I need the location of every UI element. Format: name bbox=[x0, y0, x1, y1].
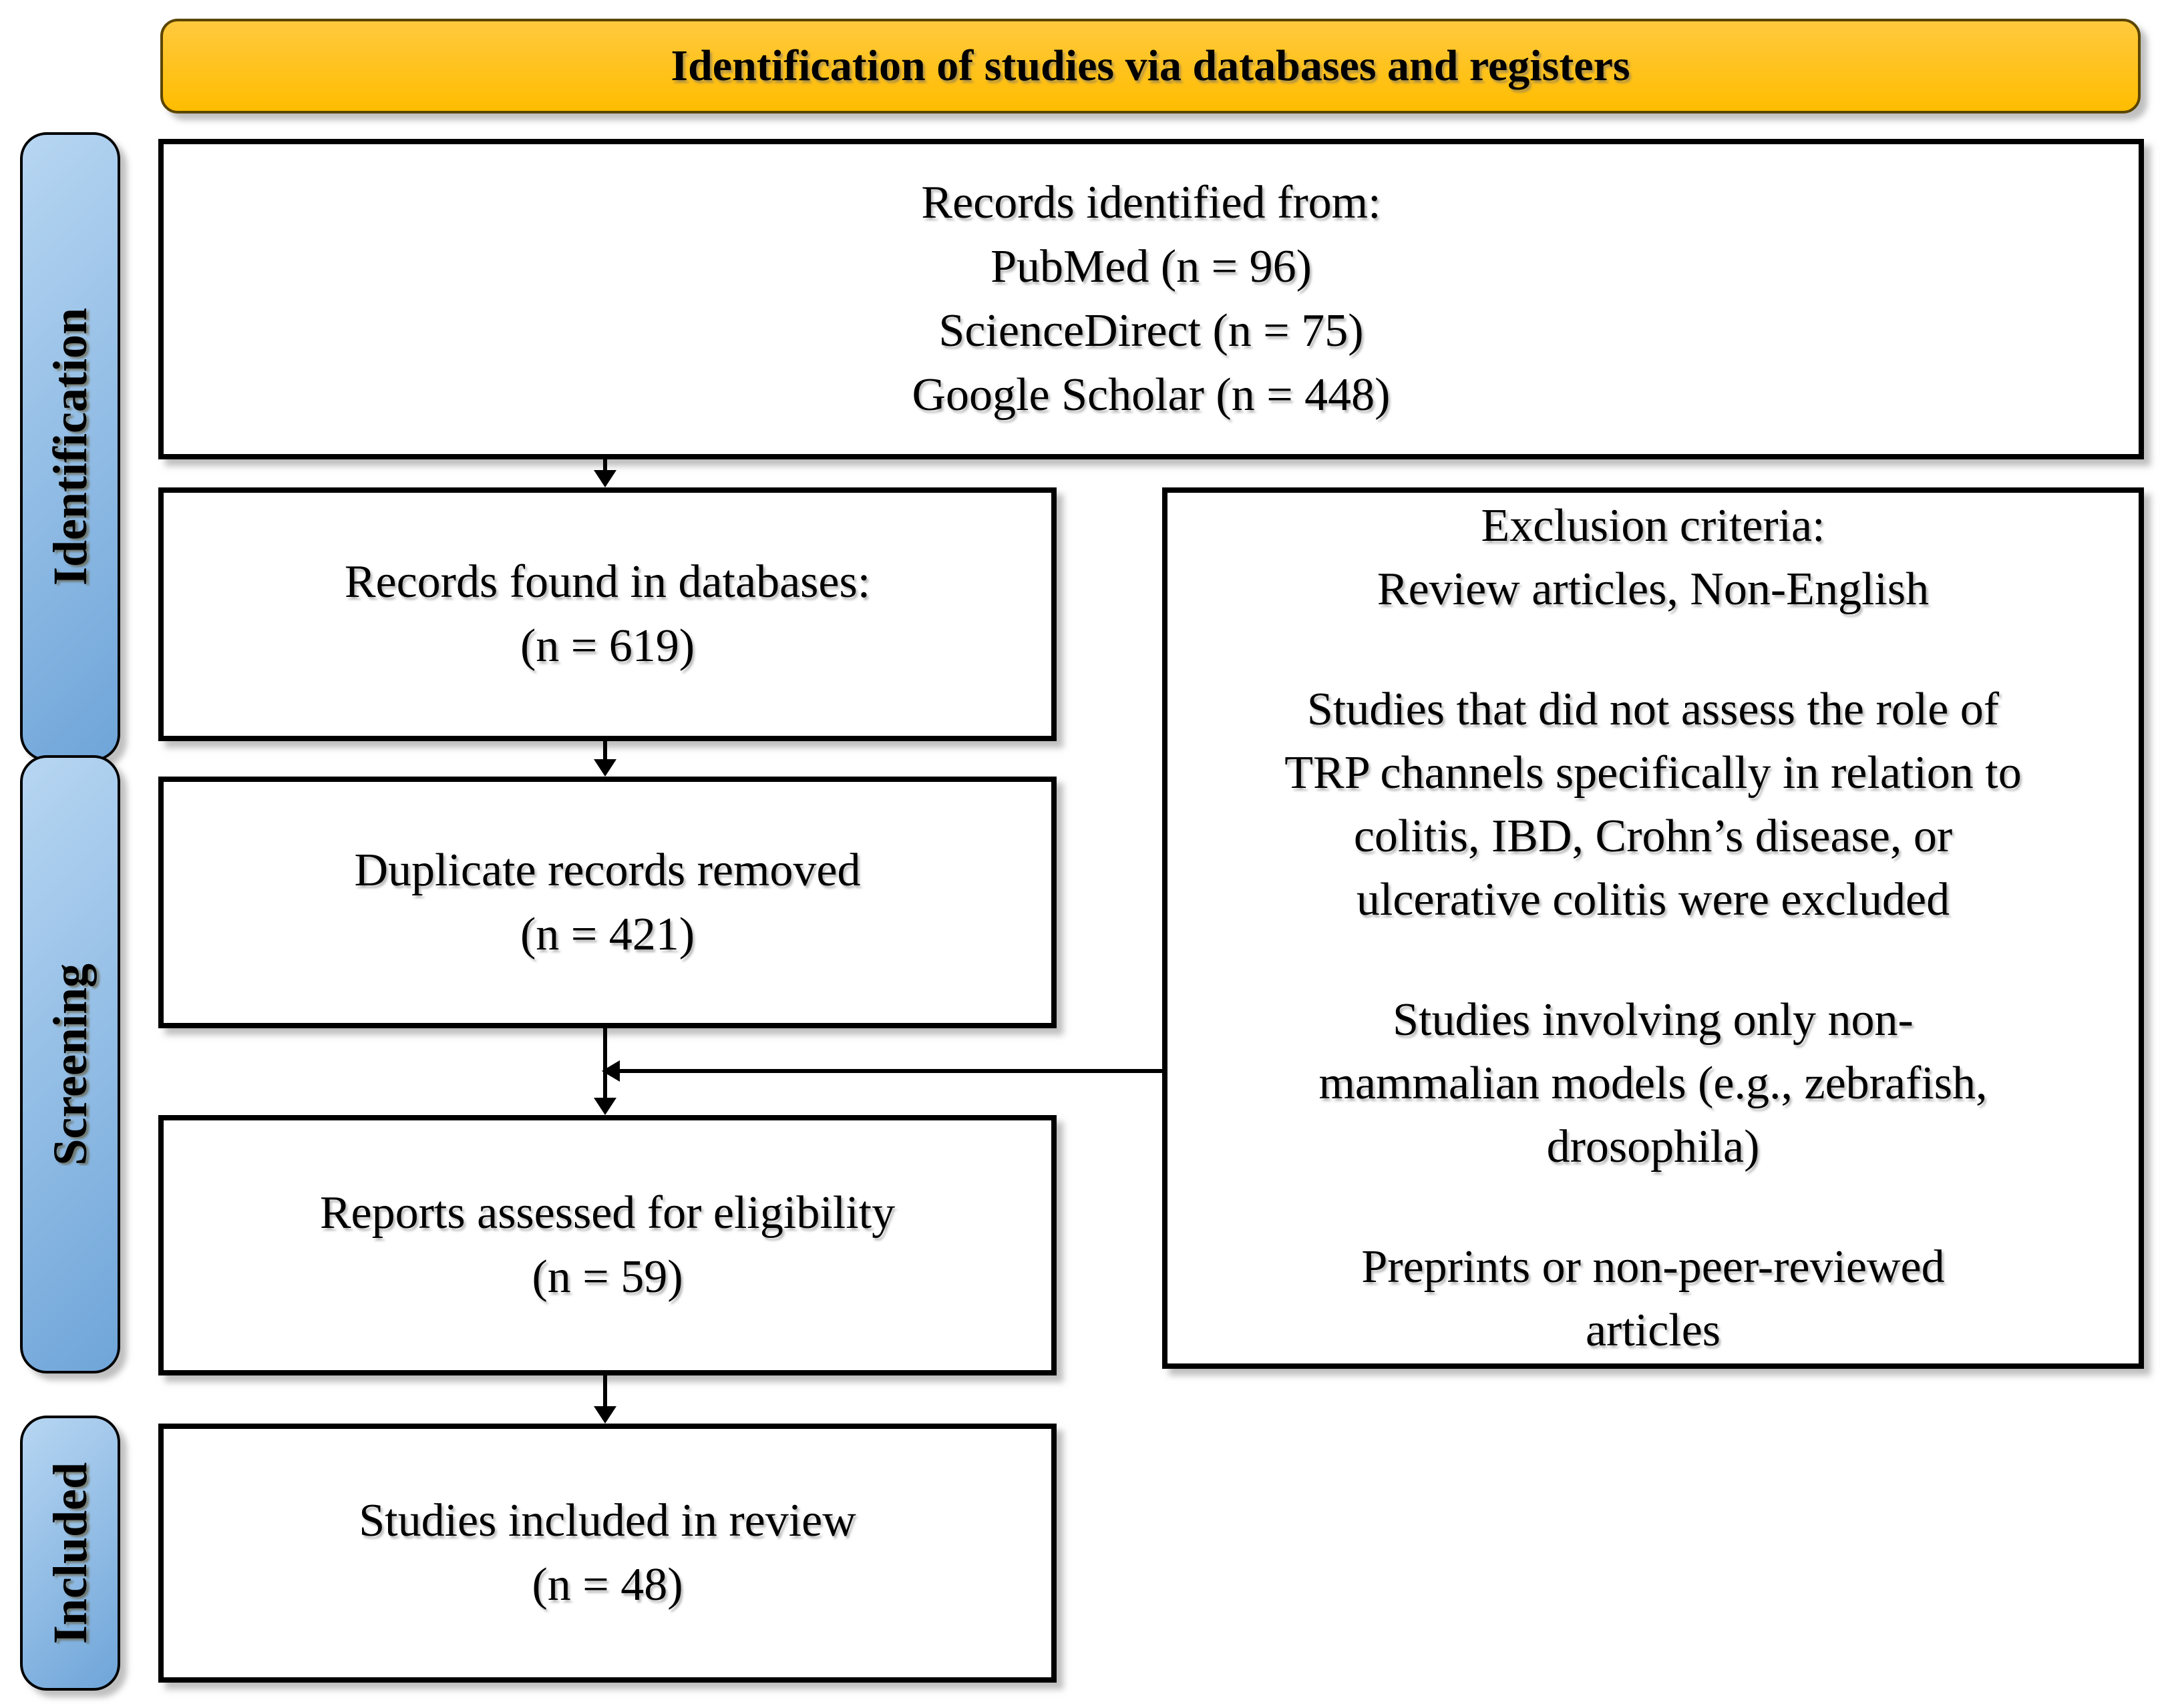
stage-included: Included bbox=[20, 1416, 120, 1691]
exclusion-criteria-trp-scope: Studies that did not assess the role of … bbox=[1284, 684, 2022, 925]
studies-included-box: Studies included in review (n = 48) bbox=[158, 1424, 1057, 1683]
exclusion-criteria-preprints: Preprints or non-peer-reviewed articles bbox=[1361, 1241, 1945, 1356]
arrow-assessed-to-included-line bbox=[603, 1375, 607, 1408]
arrow-found-to-duplicates-line bbox=[603, 741, 607, 762]
reports-assessed-title: Reports assessed for eligibility bbox=[319, 1187, 896, 1239]
arrow-down-icon bbox=[594, 470, 616, 487]
records-identified-google-scholar: Google Scholar (n = 448) bbox=[912, 369, 1391, 421]
records-identified-sciencedirect: ScienceDirect (n = 75) bbox=[938, 305, 1364, 357]
records-found-box: Records found in databases: (n = 619) bbox=[158, 487, 1057, 741]
arrow-exclusion-to-flow-line bbox=[620, 1069, 1162, 1073]
arrow-left-icon bbox=[602, 1060, 620, 1082]
stage-screening: Screening bbox=[20, 755, 120, 1373]
records-found-count: (n = 619) bbox=[520, 620, 695, 672]
records-identified-title: Records identified from: bbox=[921, 177, 1381, 228]
exclusion-criteria-heading: Exclusion criteria: Review articles, Non… bbox=[1377, 500, 1930, 615]
stage-identification: Identification bbox=[20, 132, 120, 761]
records-identified-box: Records identified from: PubMed (n = 96)… bbox=[158, 139, 2144, 459]
records-found-title: Records found in databases: bbox=[344, 556, 871, 608]
stage-identification-label: Identification bbox=[43, 307, 97, 586]
exclusion-criteria-nonmammalian: Studies involving only non- mammalian mo… bbox=[1318, 994, 1988, 1172]
banner-title: Identification of studies via databases … bbox=[671, 41, 1630, 90]
duplicates-removed-box: Duplicate records removed (n = 421) bbox=[158, 777, 1057, 1028]
reports-assessed-box: Reports assessed for eligibility (n = 59… bbox=[158, 1115, 1057, 1375]
duplicates-removed-title: Duplicate records removed bbox=[354, 844, 861, 896]
duplicates-removed-count: (n = 421) bbox=[520, 908, 695, 960]
studies-included-title: Studies included in review bbox=[359, 1495, 856, 1546]
studies-included-count: (n = 48) bbox=[532, 1559, 683, 1611]
exclusion-criteria-box: Exclusion criteria: Review articles, Non… bbox=[1162, 487, 2144, 1369]
arrow-down-icon bbox=[594, 1406, 616, 1424]
arrow-down-icon bbox=[594, 759, 616, 777]
arrow-identified-to-found-line bbox=[603, 459, 607, 474]
stage-screening-label: Screening bbox=[43, 963, 97, 1166]
reports-assessed-count: (n = 59) bbox=[532, 1251, 683, 1303]
arrow-down-icon bbox=[594, 1098, 616, 1115]
records-identified-pubmed: PubMed (n = 96) bbox=[990, 241, 1312, 292]
banner: Identification of studies via databases … bbox=[160, 19, 2141, 114]
stage-included-label: Included bbox=[43, 1462, 97, 1645]
